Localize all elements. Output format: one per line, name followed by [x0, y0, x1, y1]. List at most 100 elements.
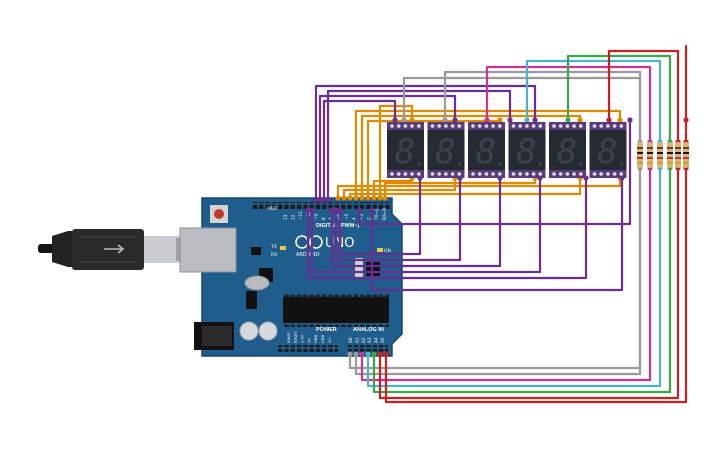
- purple-wire[interactable]: [322, 99, 397, 200]
- digit-pin[interactable]: [491, 172, 495, 176]
- digit-pin[interactable]: [592, 124, 597, 128]
- purple-wire-end: [313, 197, 319, 203]
- digit-pin[interactable]: [558, 172, 563, 176]
- resistor-band: [675, 147, 681, 149]
- resistor[interactable]: [647, 142, 653, 168]
- resistor[interactable]: [657, 142, 663, 168]
- digit-pin[interactable]: [471, 172, 475, 176]
- purple-wire[interactable]: [370, 178, 624, 292]
- analog-pin-label: A5: [380, 337, 385, 343]
- digit-pin[interactable]: [518, 172, 522, 176]
- digit-select-wire[interactable]: [360, 168, 652, 382]
- digit-pin[interactable]: [498, 172, 502, 176]
- digit-pin[interactable]: [403, 172, 408, 176]
- digit-pin[interactable]: [558, 124, 563, 128]
- digit-select-wire[interactable]: [354, 168, 642, 376]
- orange-wire[interactable]: [336, 178, 622, 198]
- digit-pin[interactable]: [538, 124, 543, 128]
- digit-select-wire[interactable]: [443, 70, 642, 142]
- digit-pin[interactable]: [592, 172, 597, 176]
- arduino-uno-board[interactable]: UNO ARDUINO DIGITAL (PWM~) POWER ANALOG …: [179, 197, 403, 357]
- purple-wire[interactable]: [330, 178, 502, 268]
- resistor[interactable]: [675, 142, 681, 168]
- digit-pin[interactable]: [511, 124, 516, 128]
- digit-pin[interactable]: [565, 124, 570, 128]
- purple-wire-end: [305, 207, 311, 213]
- usb-jack: [179, 227, 237, 273]
- digit-select-wire[interactable]: [378, 168, 680, 400]
- digit-pin[interactable]: [579, 172, 583, 176]
- digit-pin[interactable]: [396, 124, 401, 128]
- digit-pin[interactable]: [417, 172, 421, 176]
- digit-pin[interactable]: [525, 124, 529, 128]
- digit-pin[interactable]: [599, 172, 603, 176]
- purple-wire[interactable]: [314, 84, 537, 200]
- digit-pin[interactable]: [498, 124, 502, 128]
- digit-pin[interactable]: [444, 172, 448, 176]
- digit-pin[interactable]: [444, 124, 448, 128]
- digit-pin[interactable]: [390, 124, 394, 128]
- digit-pin[interactable]: [410, 172, 414, 176]
- purple-wire[interactable]: [338, 178, 422, 256]
- digit-select-wire[interactable]: [525, 59, 662, 142]
- resistor-body: [683, 142, 689, 168]
- digital-pin-label: 13: [283, 214, 288, 220]
- purple-wire[interactable]: [326, 89, 512, 200]
- digit-pin[interactable]: [538, 172, 543, 176]
- resistor-band: [683, 147, 689, 149]
- digit-pin[interactable]: [484, 124, 489, 128]
- digit-select-wire[interactable]: [372, 168, 672, 394]
- digit-pin[interactable]: [471, 124, 475, 128]
- digit-pin[interactable]: [531, 172, 536, 176]
- purple-wire[interactable]: [334, 178, 462, 262]
- digit-pin[interactable]: [579, 124, 583, 128]
- digit-pin[interactable]: [552, 124, 556, 128]
- digit-pin[interactable]: [606, 172, 610, 176]
- digital-pin-label: 2: [367, 217, 372, 220]
- digit-pin[interactable]: [565, 172, 570, 176]
- digit-pin[interactable]: [457, 124, 462, 128]
- power-pin-label: 5V: [307, 338, 311, 343]
- digit-pin[interactable]: [390, 172, 394, 176]
- digit-pin[interactable]: [619, 124, 624, 128]
- reset-button-cap[interactable]: [214, 209, 224, 219]
- digit-pin[interactable]: [417, 124, 421, 128]
- digit-pin[interactable]: [531, 124, 536, 128]
- digit-pin[interactable]: [572, 172, 576, 176]
- digit-pin[interactable]: [457, 172, 462, 176]
- digit-pin[interactable]: [552, 172, 556, 176]
- resistor[interactable]: [637, 142, 643, 168]
- digit-pin[interactable]: [525, 172, 529, 176]
- digit-select-wire[interactable]: [366, 168, 662, 388]
- digit-select-wire[interactable]: [607, 49, 680, 142]
- digit-pin[interactable]: [491, 124, 495, 128]
- digit-pin[interactable]: [410, 124, 414, 128]
- digit-pin[interactable]: [403, 124, 408, 128]
- digit-pin[interactable]: [450, 172, 455, 176]
- digit-pin[interactable]: [450, 124, 455, 128]
- digit-pin[interactable]: [477, 172, 482, 176]
- usb-cable[interactable]: [38, 229, 184, 270]
- digit-pin[interactable]: [572, 124, 576, 128]
- resistor[interactable]: [683, 142, 689, 168]
- purple-wire[interactable]: [357, 120, 632, 226]
- digit-select-wire[interactable]: [384, 168, 688, 404]
- digit-pin[interactable]: [430, 172, 435, 176]
- digit-pin[interactable]: [396, 172, 401, 176]
- digit-pin[interactable]: [437, 124, 442, 128]
- digit-pin[interactable]: [511, 172, 516, 176]
- digit-pin[interactable]: [612, 172, 617, 176]
- purple-wire[interactable]: [318, 94, 457, 200]
- digit-pin[interactable]: [518, 124, 522, 128]
- digit-pin[interactable]: [484, 172, 489, 176]
- digit-select-wire[interactable]: [566, 54, 672, 142]
- resistor[interactable]: [667, 142, 673, 168]
- digit-pin[interactable]: [599, 124, 603, 128]
- digit-pin[interactable]: [430, 124, 435, 128]
- digit-pin[interactable]: [606, 124, 610, 128]
- digit-pin[interactable]: [437, 172, 442, 176]
- digit-pin[interactable]: [619, 172, 624, 176]
- digit-pin[interactable]: [477, 124, 482, 128]
- purple-wire[interactable]: [306, 178, 588, 280]
- digit-pin[interactable]: [612, 124, 617, 128]
